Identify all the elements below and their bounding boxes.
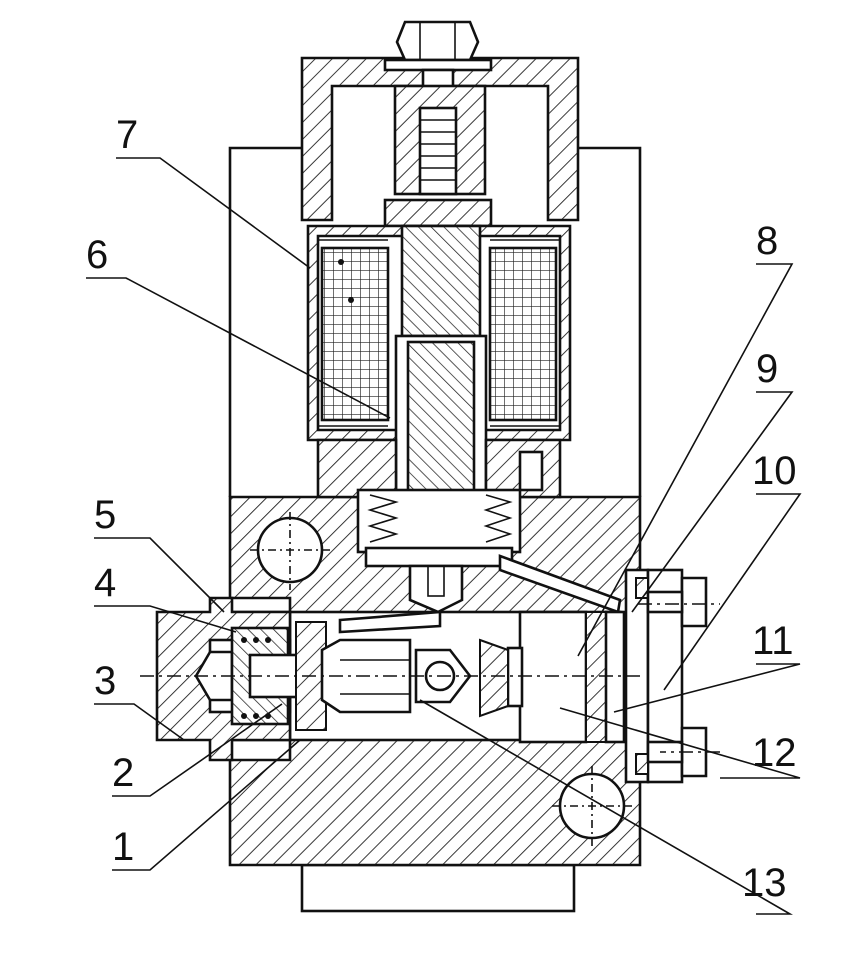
adjusting-bolt-head [395,20,480,62]
callout-8: 8 [756,219,778,263]
return-spring [367,494,513,543]
pilot-valve [408,564,464,614]
bolt-thread [418,106,458,196]
spring-chamber [356,488,522,554]
base-foot [300,863,576,913]
coil-winding-right [488,246,558,422]
pole-core [400,224,482,338]
callout-1: 1 [112,825,134,869]
yoke-top [300,56,580,222]
upper-housing [228,146,642,497]
callout-4: 4 [94,561,116,605]
piston-seal [585,611,607,743]
callout-11: 11 [752,619,794,663]
cover-screw-upper [680,576,708,628]
callout-12: 12 [752,731,797,775]
callout-7: 7 [116,113,138,157]
callout-5: 5 [94,493,116,537]
callout-13: 13 [742,861,787,905]
callout-2: 2 [112,751,134,795]
yoke-cap [383,198,493,228]
coil-winding-left [320,246,390,422]
callout-9: 9 [756,347,778,391]
leader-lines [86,157,802,915]
callout-10: 10 [752,449,797,493]
callout-3: 3 [94,659,116,703]
bolt-washer [383,58,493,72]
spring-seat [364,546,514,568]
piston [518,610,588,744]
callout-6: 6 [86,233,108,277]
